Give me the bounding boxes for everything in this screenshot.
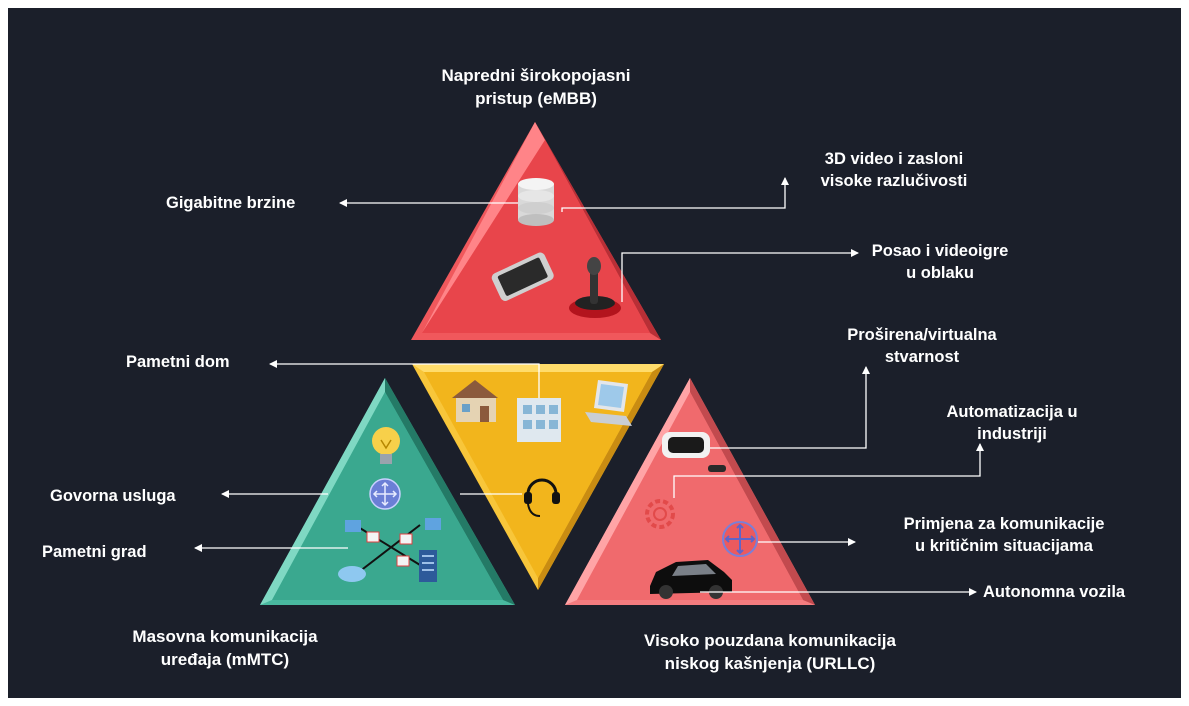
- network-icon: [369, 478, 401, 510]
- embb-title: Napredni širokopojasni pristup (eMBB): [442, 64, 631, 110]
- label-critical-communications: Primjena za komunikacije u kritičnim sit…: [904, 513, 1105, 557]
- smart-city-icon: [338, 518, 441, 582]
- joystick-icon: [569, 257, 621, 318]
- label-industrial-automation: Automatizacija u industriji: [946, 401, 1077, 445]
- label-ar-vr: Proširena/virtualna stvarnost: [847, 324, 996, 368]
- mmtc-title-line2: uređaja (mMTC): [160, 650, 290, 669]
- label-smart-home: Pametni dom: [126, 353, 230, 371]
- label-cloud-gaming: Posao i videoigre u oblaku: [872, 240, 1009, 284]
- label-ar-vr-line1: Proširena/virtualna: [847, 326, 997, 344]
- laptop-icon: [585, 380, 632, 426]
- label-industrial-automation-line2: industriji: [977, 425, 1047, 443]
- smartphone-icon: [491, 252, 554, 301]
- building-icon: [517, 398, 561, 442]
- urllc-title-line2: niskog kašnjenja (URLLC): [664, 654, 876, 673]
- embb-triangle: [411, 122, 661, 340]
- vr-headset-icon: [662, 432, 726, 472]
- label-gigabit-speeds: Gigabitne brzine: [166, 194, 296, 212]
- diagram-canvas: Napredni širokopojasni pristup (eMBB) Gi…: [8, 8, 1181, 698]
- label-ar-vr-line2: stvarnost: [884, 348, 960, 366]
- connector-lines: [194, 177, 984, 596]
- urllc-title: Visoko pouzdana komunikacija niskog kašn…: [644, 629, 896, 675]
- label-autonomous-vehicles: Autonomna vozila: [983, 583, 1126, 601]
- mmtc-title-line1: Masovna komunikacija: [132, 627, 318, 646]
- label-voice-service: Govorna usluga: [50, 487, 176, 505]
- pyramid-diagram: [194, 122, 984, 605]
- label-3d-video: 3D video i zasloni visoke razlučivosti: [821, 148, 968, 192]
- embb-title-line1: Napredni širokopojasni: [441, 66, 631, 85]
- lightbulb-icon: [372, 427, 400, 464]
- crosshair-icon: [722, 521, 758, 557]
- label-3d-video-line1: 3D video i zasloni: [824, 150, 964, 168]
- label-cloud-gaming-line2: u oblaku: [906, 264, 974, 282]
- label-3d-video-line2: visoke razlučivosti: [820, 172, 968, 190]
- embb-title-line2: pristup (eMBB): [475, 89, 597, 108]
- label-critical-communications-line2: u kritičnim situacijama: [915, 537, 1093, 555]
- database-icon: [518, 178, 554, 226]
- mmtc-title: Masovna komunikacija uređaja (mMTC): [132, 625, 317, 671]
- urllc-title-line1: Visoko pouzdana komunikacija: [644, 631, 896, 650]
- house-icon: [452, 380, 498, 422]
- headset-icon: [524, 478, 560, 517]
- label-critical-communications-line1: Primjena za komunikacije: [903, 515, 1105, 533]
- label-smart-city: Pametni grad: [42, 543, 147, 561]
- label-industrial-automation-line1: Automatizacija u: [946, 403, 1078, 421]
- gear-icon: [645, 499, 675, 529]
- label-cloud-gaming-line1: Posao i videoigre: [871, 242, 1009, 260]
